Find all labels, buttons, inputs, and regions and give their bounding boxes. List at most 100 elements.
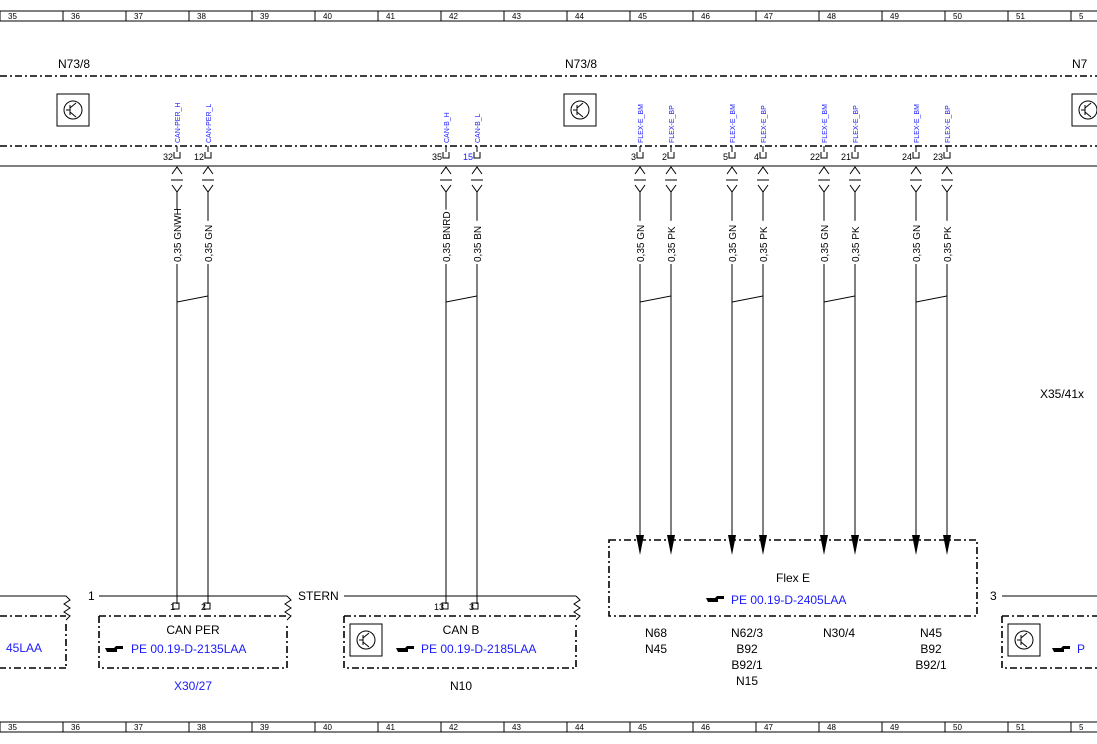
arrowhead bbox=[728, 535, 736, 555]
arrowhead bbox=[912, 535, 920, 555]
ruler-number: 35 bbox=[8, 12, 17, 21]
transistor-icon bbox=[563, 93, 597, 127]
left-partial-block: 45LAA bbox=[0, 595, 71, 669]
ruler-number: 45 bbox=[638, 723, 647, 732]
pin-socket bbox=[759, 146, 767, 159]
signal-label: FLEX-E_BM bbox=[822, 104, 829, 143]
pin-number: 5 bbox=[723, 152, 728, 162]
ruler-number: 44 bbox=[575, 723, 584, 732]
dest-label: B92/1 bbox=[731, 658, 763, 672]
wire-label: 0,35 PK bbox=[851, 226, 862, 262]
pin-number: 3 bbox=[631, 152, 636, 162]
arrowhead bbox=[759, 535, 767, 555]
ruler-number: 37 bbox=[134, 723, 143, 732]
ruler-number: 46 bbox=[701, 12, 710, 21]
ruler-number: 38 bbox=[197, 723, 206, 732]
signal-label: FLEX-E_BP bbox=[945, 105, 952, 143]
ruler-number: 48 bbox=[827, 12, 836, 21]
signal-label: FLEX-E_BP bbox=[761, 105, 768, 143]
ruler-number: 42 bbox=[449, 723, 458, 732]
transistor-icon bbox=[56, 93, 90, 127]
signal-label: FLEX-E_BM bbox=[638, 104, 645, 143]
ruler-number: 51 bbox=[1016, 12, 1025, 21]
pin-socket bbox=[851, 146, 859, 159]
connector-symbol bbox=[171, 166, 183, 193]
block-title: CAN B bbox=[443, 623, 480, 637]
ruler-number: 51 bbox=[1016, 723, 1025, 732]
flex-e-destinations: N68 N45 N62/3 B92 B92/1 N15 N30/4 N45 B9… bbox=[645, 626, 947, 688]
dest-label: B92/1 bbox=[915, 658, 947, 672]
connector-symbol bbox=[202, 166, 214, 193]
connector-symbol bbox=[471, 166, 483, 193]
ruler-number: 49 bbox=[890, 12, 899, 21]
ruler-number: 38 bbox=[197, 12, 206, 21]
flex-e-ref-link[interactable]: PE 00.19-D-2405LAA bbox=[731, 593, 846, 607]
block-ref-link[interactable]: PE 00.19-D-2185LAA bbox=[421, 642, 536, 656]
block-ref-link[interactable]: P bbox=[1077, 642, 1085, 656]
arrowhead bbox=[667, 535, 675, 555]
wire-label: 0,35 PK bbox=[943, 226, 954, 262]
dest-label: B92 bbox=[920, 642, 942, 656]
signal-label: FLEX-E_BM bbox=[730, 104, 737, 143]
pin-socket bbox=[912, 146, 920, 159]
ruler-number: 39 bbox=[260, 723, 269, 732]
pin-number: 24 bbox=[902, 152, 912, 162]
block-ref-link[interactable]: PE 00.19-D-2135LAA bbox=[131, 642, 246, 656]
pin-socket bbox=[943, 146, 951, 159]
pin-number: 21 bbox=[841, 152, 851, 162]
block-pin: 2 bbox=[201, 602, 206, 612]
flex-e-block: Flex E PE 00.19-D-2405LAA bbox=[608, 539, 978, 617]
block-tag: STERN bbox=[298, 589, 339, 603]
dest-label: B92 bbox=[736, 642, 758, 656]
wire-label: 0,35 PK bbox=[667, 226, 678, 262]
signal-label: CAN-B_H bbox=[444, 112, 451, 143]
ruler-number: 46 bbox=[701, 723, 710, 732]
connector-symbol bbox=[910, 166, 922, 193]
pin-socket bbox=[173, 146, 181, 159]
left-partial-ref-link[interactable]: 45LAA bbox=[6, 641, 42, 655]
block-below-label[interactable]: X30/27 bbox=[174, 679, 212, 693]
block-pin: 13 bbox=[434, 602, 444, 612]
connector-symbol bbox=[440, 166, 452, 193]
ruler-number: 40 bbox=[323, 723, 332, 732]
ruler-number: 50 bbox=[953, 12, 962, 21]
connector-symbol bbox=[941, 166, 953, 193]
pin-socket bbox=[204, 146, 212, 159]
transistor-icon bbox=[1071, 93, 1097, 127]
twist-markers bbox=[176, 290, 948, 309]
ruler-number: 36 bbox=[71, 12, 80, 21]
dest-label: N68 bbox=[645, 626, 667, 640]
wire-label: 0,35 PK bbox=[759, 226, 770, 262]
dest-label: N30/4 bbox=[823, 626, 855, 640]
wire-label: 0,35 BN bbox=[473, 226, 484, 262]
ruler-number: 41 bbox=[386, 723, 395, 732]
dest-label: N45 bbox=[920, 626, 942, 640]
arrowhead bbox=[851, 535, 859, 555]
pin-socket bbox=[636, 146, 644, 159]
ruler-number: 45 bbox=[638, 12, 647, 21]
pointing-hand-icon bbox=[1052, 646, 1070, 652]
arrowhead bbox=[943, 535, 951, 555]
connector-symbol bbox=[849, 166, 861, 193]
module-label-right: N7 bbox=[1072, 57, 1088, 71]
wire-label: 0,35 BNRD bbox=[442, 211, 453, 262]
ruler-number: 35 bbox=[8, 723, 17, 732]
block-below-label: N10 bbox=[450, 679, 472, 693]
ruler-number: 43 bbox=[512, 723, 521, 732]
connector-symbol bbox=[665, 166, 677, 193]
ruler-number: 50 bbox=[953, 723, 962, 732]
pointing-hand-icon bbox=[105, 646, 123, 652]
block-number: 1 bbox=[88, 589, 95, 603]
